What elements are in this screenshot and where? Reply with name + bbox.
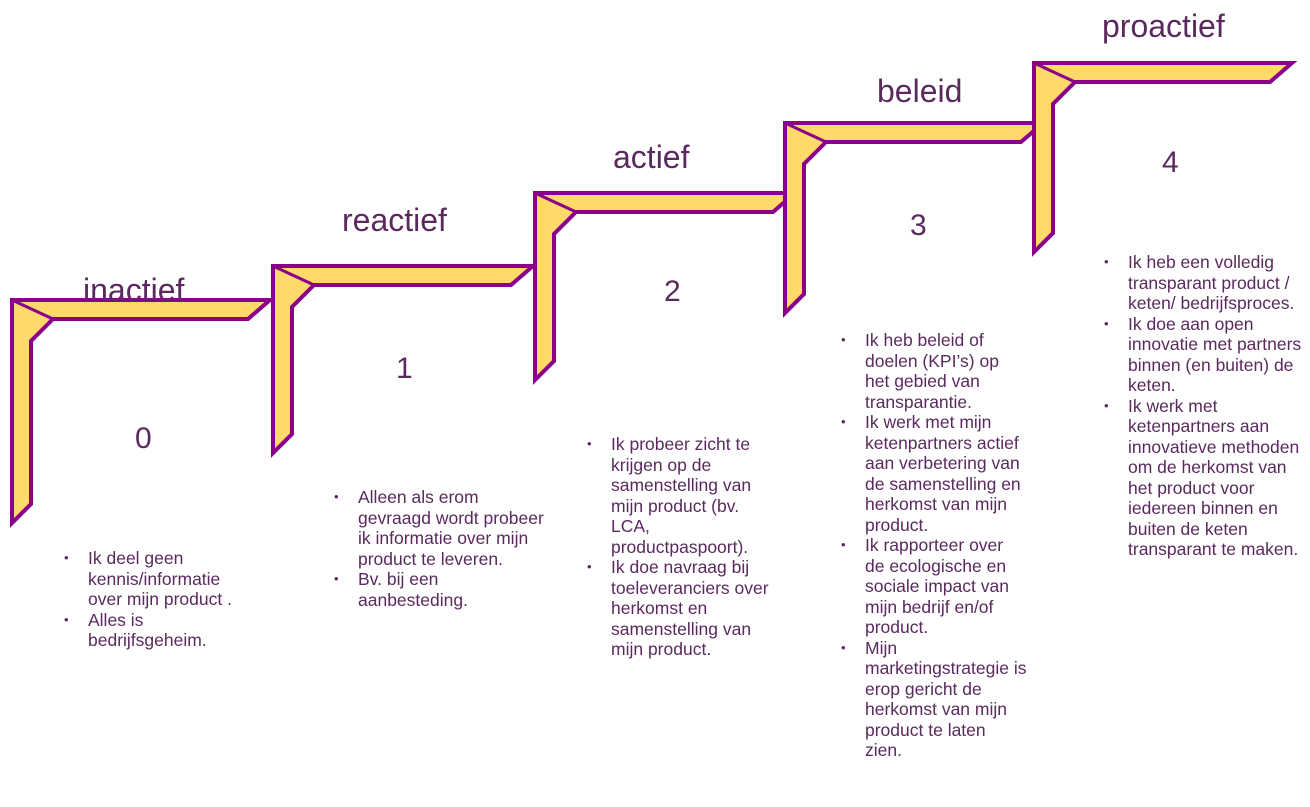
- step-2-bevel: [534, 191, 579, 236]
- level-2-title: actief: [613, 139, 690, 175]
- level-2-bullets: Ik probeer zicht te krijgen op de samens…: [583, 434, 773, 660]
- list-item: Mijn marketingstrategie is erop gericht …: [837, 638, 1027, 761]
- list-item: Ik werk met ketenpartners aan innovatiev…: [1100, 396, 1310, 560]
- list-item: Bv. bij een aanbesteding.: [330, 569, 550, 610]
- list-item: Ik rapporteer over de ecologische en soc…: [837, 535, 1027, 638]
- level-3-bullets: Ik heb beleid of doelen (KPI’s) op het g…: [837, 330, 1027, 761]
- step-0-bevel: [11, 298, 56, 343]
- list-item: Ik heb beleid of doelen (KPI’s) op het g…: [837, 330, 1027, 412]
- list-item: Alleen als erom gevraagd wordt probeer i…: [330, 487, 550, 569]
- level-4-title: proactief: [1102, 8, 1225, 44]
- level-2-number: 2: [664, 275, 681, 308]
- level-4-number: 4: [1162, 146, 1179, 179]
- step-4-bevel: [1033, 61, 1078, 106]
- level-1-bullets: Alleen als erom gevraagd wordt probeer i…: [330, 487, 550, 610]
- level-3-number: 3: [910, 209, 927, 242]
- level-0-number: 0: [135, 422, 152, 455]
- level-1-title: reactief: [342, 202, 447, 238]
- step-0: [10, 298, 276, 528]
- list-item: Ik doe navraag bij toeleveranciers over …: [583, 557, 773, 660]
- step-3-bevel: [784, 121, 829, 166]
- level-0-bullets: Ik deel geen kennis/informatie over mijn…: [60, 548, 240, 651]
- list-item: Ik werk met mijn ketenpartners actief aa…: [837, 412, 1027, 535]
- list-item: Ik heb een volledig transparant product …: [1100, 252, 1310, 314]
- level-4-bullets: Ik heb een volledig transparant product …: [1100, 252, 1310, 560]
- level-3-title: beleid: [877, 73, 963, 109]
- level-1-number: 1: [396, 352, 413, 385]
- level-0-title: inactief: [83, 272, 185, 308]
- list-item: Ik probeer zicht te krijgen op de samens…: [583, 434, 773, 557]
- list-item: Ik deel geen kennis/informatie over mijn…: [60, 548, 240, 610]
- step-1-bevel: [272, 264, 317, 309]
- list-item: Alles is bedrijfsgeheim.: [60, 610, 240, 651]
- list-item: Ik doe aan open innovatie met partners b…: [1100, 314, 1310, 396]
